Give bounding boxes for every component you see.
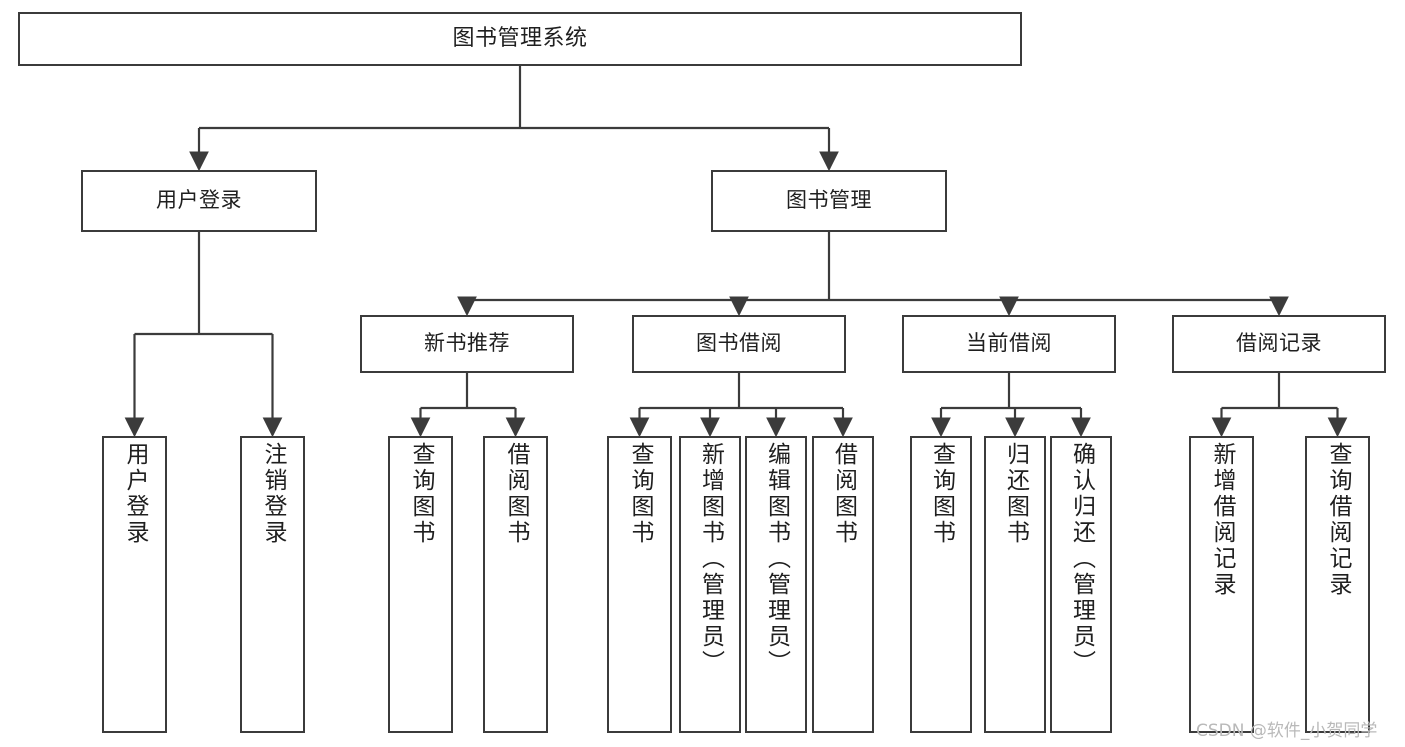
node-label-new-book-rec: 新书推荐 bbox=[424, 331, 510, 356]
node-book-borrow[interactable]: 图书借阅 bbox=[632, 315, 846, 373]
node-leaf-query-record[interactable]: 查询借阅记录 bbox=[1305, 436, 1370, 733]
node-leaf-confirm-return[interactable]: 确认归还（管理员） bbox=[1050, 436, 1112, 733]
node-label-leaf-query-record: 查询借阅记录 bbox=[1325, 442, 1351, 598]
node-new-book-rec[interactable]: 新书推荐 bbox=[360, 315, 574, 373]
node-leaf-user-login[interactable]: 用户登录 bbox=[102, 436, 167, 733]
node-leaf-user-logout[interactable]: 注销登录 bbox=[240, 436, 305, 733]
node-borrow-record[interactable]: 借阅记录 bbox=[1172, 315, 1386, 373]
node-leaf-query-book-3[interactable]: 查询图书 bbox=[910, 436, 972, 733]
node-label-leaf-confirm-return: 确认归还（管理员） bbox=[1068, 442, 1095, 676]
node-label-leaf-borrow-book-2: 借阅图书 bbox=[830, 442, 857, 546]
node-label-root: 图书管理系统 bbox=[452, 25, 588, 51]
node-label-borrow-record: 借阅记录 bbox=[1236, 331, 1322, 356]
node-leaf-add-record[interactable]: 新增借阅记录 bbox=[1189, 436, 1254, 733]
node-book-manage[interactable]: 图书管理 bbox=[711, 170, 947, 232]
node-root[interactable]: 图书管理系统 bbox=[18, 12, 1022, 66]
node-leaf-add-book[interactable]: 新增图书（管理员） bbox=[679, 436, 741, 733]
edges bbox=[124, 66, 1348, 438]
node-label-book-borrow: 图书借阅 bbox=[696, 331, 782, 356]
node-label-leaf-query-book-3: 查询图书 bbox=[928, 442, 955, 546]
node-label-user-login: 用户登录 bbox=[156, 188, 242, 213]
node-current-borrow[interactable]: 当前借阅 bbox=[902, 315, 1116, 373]
node-label-leaf-user-logout: 注销登录 bbox=[260, 442, 286, 546]
node-leaf-query-book-1[interactable]: 查询图书 bbox=[388, 436, 453, 733]
node-label-leaf-query-book-1: 查询图书 bbox=[408, 442, 434, 546]
node-leaf-return-book[interactable]: 归还图书 bbox=[984, 436, 1046, 733]
node-label-book-manage: 图书管理 bbox=[786, 188, 872, 213]
node-label-current-borrow: 当前借阅 bbox=[966, 331, 1052, 356]
node-label-leaf-borrow-book-1: 借阅图书 bbox=[503, 442, 529, 546]
node-label-leaf-edit-book: 编辑图书（管理员） bbox=[763, 442, 790, 676]
node-label-leaf-return-book: 归还图书 bbox=[1002, 442, 1029, 546]
node-label-leaf-add-record: 新增借阅记录 bbox=[1209, 442, 1235, 598]
node-label-leaf-query-book-2: 查询图书 bbox=[627, 442, 653, 546]
node-leaf-borrow-book-2[interactable]: 借阅图书 bbox=[812, 436, 874, 733]
node-label-leaf-user-login: 用户登录 bbox=[122, 442, 148, 546]
node-leaf-edit-book[interactable]: 编辑图书（管理员） bbox=[745, 436, 807, 733]
node-label-leaf-add-book: 新增图书（管理员） bbox=[697, 442, 724, 676]
node-leaf-borrow-book-1[interactable]: 借阅图书 bbox=[483, 436, 548, 733]
csdn-watermark: CSDN @软件_小贺同学 bbox=[1196, 721, 1378, 741]
node-leaf-query-book-2[interactable]: 查询图书 bbox=[607, 436, 672, 733]
node-user-login[interactable]: 用户登录 bbox=[81, 170, 317, 232]
